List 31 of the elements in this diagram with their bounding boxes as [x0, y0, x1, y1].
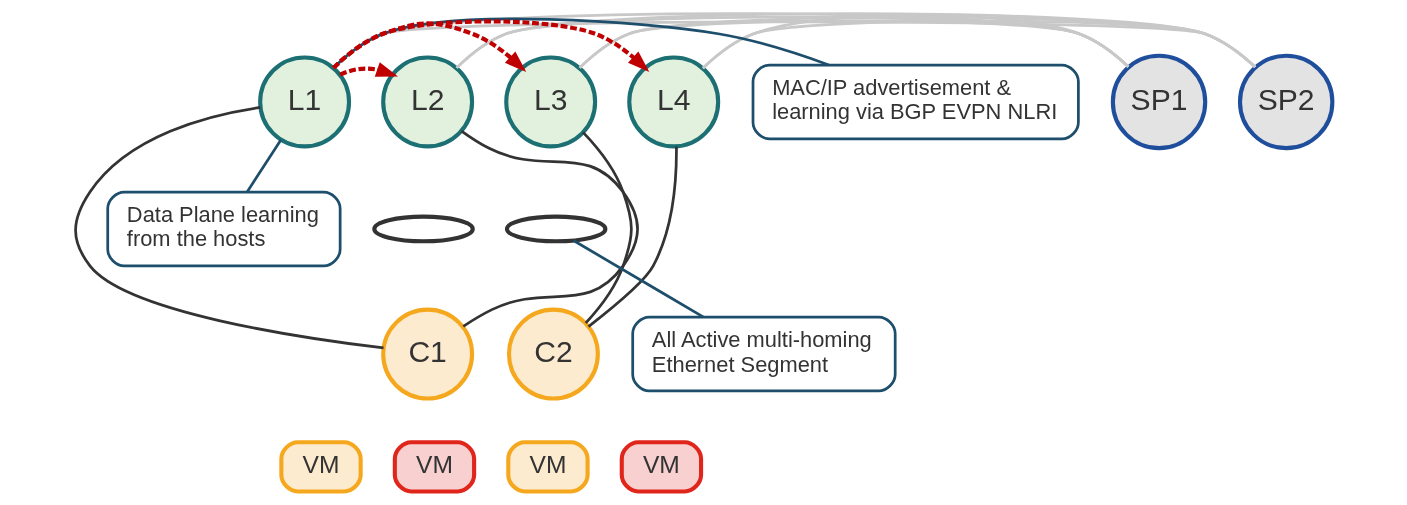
connector	[587, 146, 678, 328]
node-box: All Active multi-homing Ethernet Segment	[630, 315, 897, 393]
connector	[245, 139, 282, 193]
connector	[455, 12, 1256, 69]
connector	[581, 131, 633, 324]
node-circle: C2	[506, 307, 600, 401]
arrow	[331, 19, 649, 73]
arrow	[338, 62, 398, 77]
node-circle: L2	[380, 55, 474, 149]
node-box: VM	[392, 440, 476, 494]
node-circle: L4	[626, 55, 720, 149]
node-circle: SP2	[1237, 53, 1334, 151]
connector	[460, 129, 639, 328]
node-box: VM	[619, 440, 703, 494]
connector	[578, 15, 1256, 69]
connector	[701, 19, 1256, 70]
node-box: Data Plane learning from the hosts	[105, 190, 341, 268]
node-circle: C1	[380, 307, 474, 401]
connector	[332, 12, 1129, 69]
node-ellipse	[371, 214, 475, 244]
connector	[332, 17, 829, 69]
connector	[73, 106, 384, 350]
node-box: VM	[505, 440, 590, 494]
node-ellipse	[504, 214, 607, 244]
node-circle: SP1	[1110, 53, 1207, 151]
node-box: VM	[278, 440, 363, 494]
node-circle: L1	[257, 55, 351, 149]
connector	[572, 239, 704, 319]
node-circle: L3	[503, 55, 597, 149]
node-box: MAC/IP advertisement & learning via BGP EVPN NLRI	[751, 63, 1080, 141]
connector	[332, 20, 1256, 69]
